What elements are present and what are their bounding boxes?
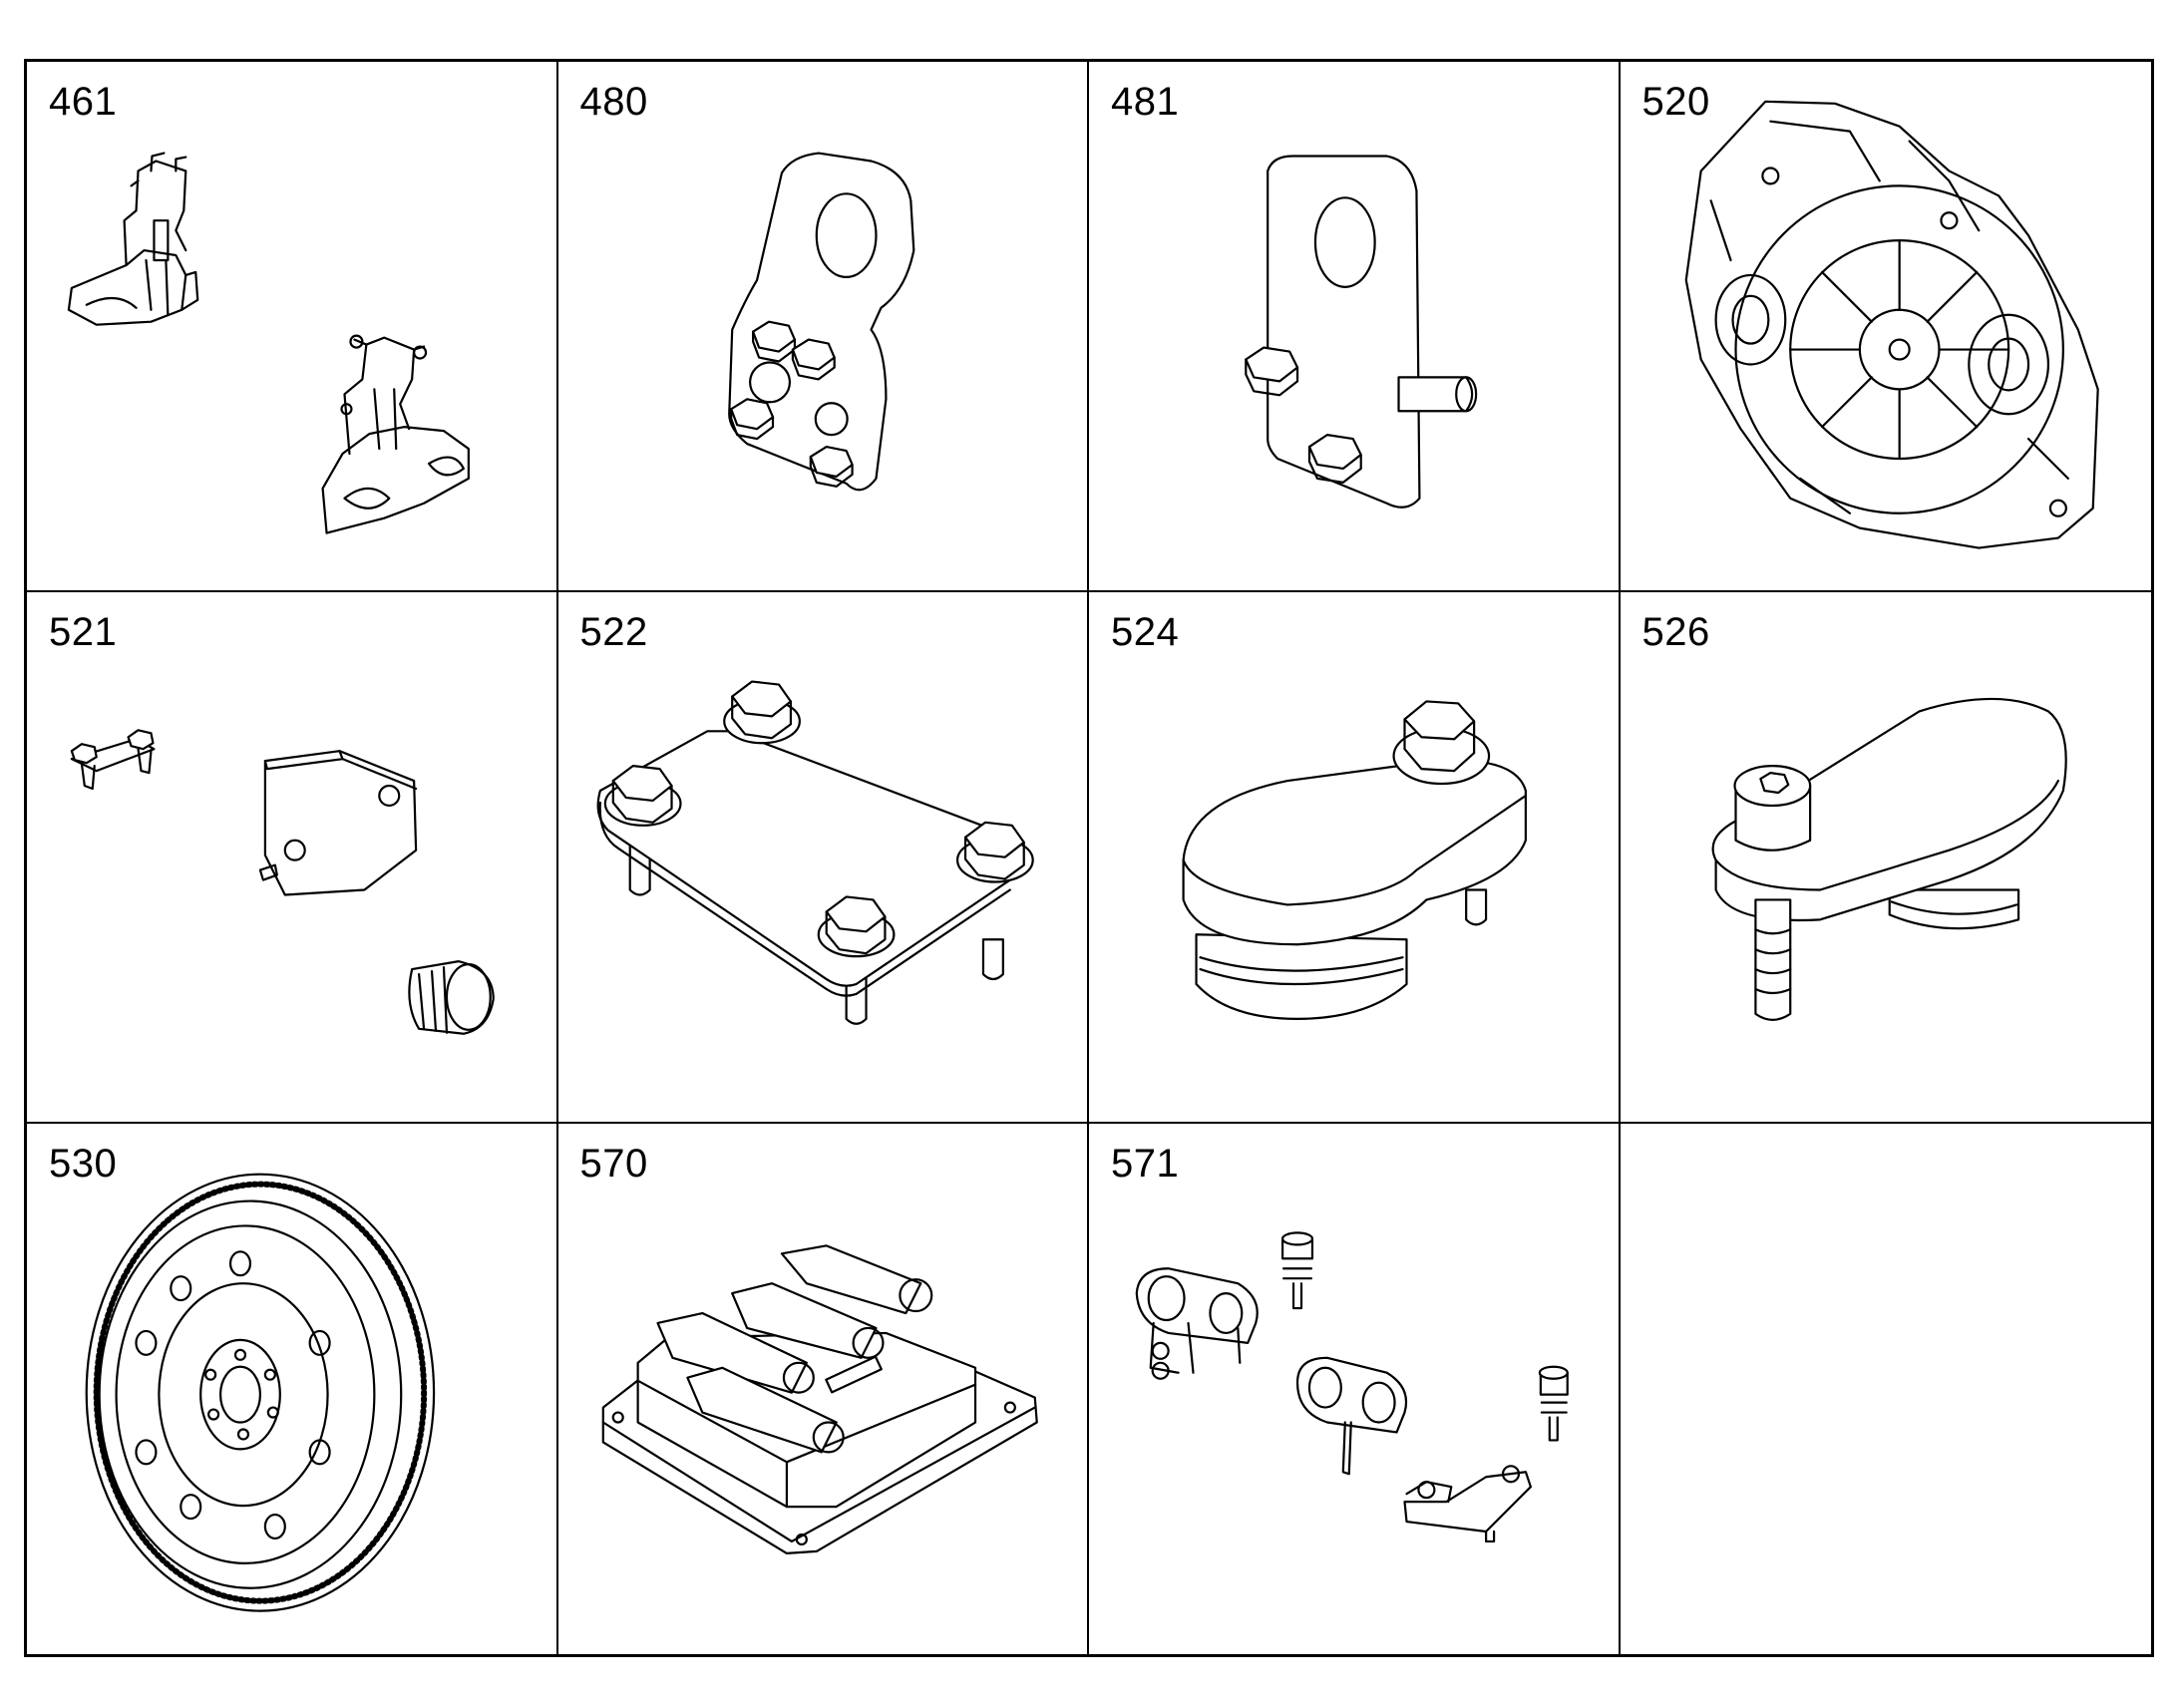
part-number: 480 bbox=[579, 80, 648, 124]
part-number: 530 bbox=[49, 1141, 118, 1186]
part-cell-empty bbox=[1621, 1124, 2152, 1654]
part-number: 524 bbox=[1111, 610, 1180, 655]
part-cell-480[interactable]: 480 bbox=[557, 62, 1089, 593]
flywheel-icon bbox=[27, 1124, 556, 1654]
part-number: 481 bbox=[1111, 80, 1180, 124]
part-number: 570 bbox=[579, 1141, 648, 1186]
part-number: 571 bbox=[1111, 1141, 1180, 1186]
part-cell-481[interactable]: 481 bbox=[1089, 62, 1621, 593]
part-number: 521 bbox=[49, 610, 118, 655]
lifting-eye-plate-three-bolt-icon bbox=[558, 62, 1088, 590]
oval-cover-single-bolt-icon bbox=[1089, 592, 1619, 1121]
part-cell-524[interactable]: 524 bbox=[1089, 592, 1621, 1124]
part-cell-571[interactable]: 571 bbox=[1089, 1123, 1621, 1654]
part-cell-520[interactable]: 520 bbox=[1620, 62, 2152, 593]
cover-plate-kit-icon bbox=[27, 592, 556, 1121]
pipe-clamp-kit-icon bbox=[1089, 1124, 1619, 1654]
four-bolt-plate-icon bbox=[558, 592, 1088, 1121]
part-cell-521[interactable]: 521 bbox=[27, 592, 558, 1124]
oval-cover-socket-screw-icon bbox=[1621, 592, 2152, 1121]
part-cell-570[interactable]: 570 bbox=[558, 1123, 1089, 1654]
part-number: 522 bbox=[579, 610, 648, 655]
part-cell-522[interactable]: 522 bbox=[557, 592, 1089, 1124]
part-cell-461[interactable]: 461 bbox=[27, 62, 558, 593]
parts-grid: 461 480 bbox=[24, 59, 2154, 1657]
bracket-clamp-pair-icon bbox=[27, 62, 556, 590]
lifting-eye-plate-two-bolt-icon bbox=[1089, 62, 1619, 590]
valve-block-icon bbox=[558, 1124, 1088, 1654]
part-number: 520 bbox=[1641, 80, 1710, 124]
part-number: 526 bbox=[1641, 610, 1710, 655]
flywheel-housing-icon bbox=[1621, 62, 2152, 590]
part-cell-526[interactable]: 526 bbox=[1620, 592, 2152, 1124]
part-cell-530[interactable]: 530 bbox=[27, 1123, 558, 1654]
part-number: 461 bbox=[49, 80, 118, 124]
